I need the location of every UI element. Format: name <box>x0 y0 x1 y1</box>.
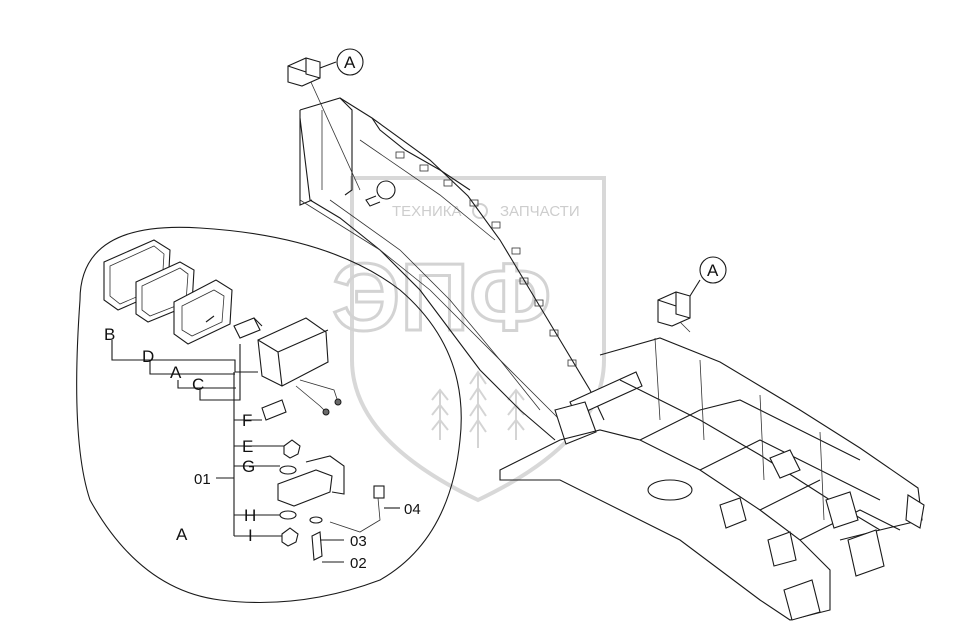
watermark-logo: ЭПФ <box>332 244 551 351</box>
label-01: 01 <box>194 471 211 488</box>
boom-top-lamp <box>287 57 321 87</box>
cab-lamp <box>657 291 691 333</box>
lamp-bulb-c <box>233 317 263 339</box>
label-e: E <box>242 437 253 456</box>
chassis-base <box>499 429 831 621</box>
svg-text:A: A <box>707 261 719 280</box>
detail-boundary <box>76 226 462 604</box>
svg-text:A: A <box>344 53 356 72</box>
frame-brackets <box>719 449 925 621</box>
label-h: H <box>244 506 256 525</box>
label-04: 04 <box>404 501 421 518</box>
bolt-f <box>261 399 287 421</box>
lamp-lens-a <box>173 279 233 345</box>
label-d: D <box>142 347 154 366</box>
label-i: I <box>248 526 253 545</box>
swing-ring <box>647 479 693 501</box>
washer-h <box>279 510 297 520</box>
machine-assembly <box>287 57 925 621</box>
gear-icon <box>472 203 488 219</box>
leader-b <box>111 340 258 373</box>
label-a: A <box>170 363 182 382</box>
callout-ref-right: A <box>689 256 727 297</box>
label-03: 03 <box>350 533 367 550</box>
boom-lamp <box>299 79 561 421</box>
label-f: F <box>242 411 252 430</box>
watermark-text-left: ТЕХНИКА <box>392 203 462 220</box>
boom-lower-edge <box>299 117 556 441</box>
nut-i <box>281 527 299 547</box>
label-g: G <box>242 457 255 476</box>
boom-upper-edge <box>299 97 605 421</box>
mounting-bracket <box>277 469 333 507</box>
washer-g <box>279 465 297 475</box>
screw-02 <box>311 531 323 561</box>
connector-04 <box>373 485 385 499</box>
watermark-text-right: ЗАПЧАСТИ <box>500 203 580 220</box>
label-02: 02 <box>350 555 367 572</box>
wheat-icon <box>431 370 525 448</box>
washer-03 <box>309 516 323 524</box>
callout-ref-top: A <box>319 48 364 76</box>
label-c: C <box>192 375 204 394</box>
watermark: ТЕХНИКА ЗАПЧАСТИ ЭПФ <box>331 176 606 503</box>
detail-label: A <box>176 525 188 544</box>
detail-a-view: A <box>76 226 462 604</box>
nut-e <box>283 439 301 459</box>
label-b: B <box>104 325 115 344</box>
lamp-housing-01 <box>257 317 342 416</box>
